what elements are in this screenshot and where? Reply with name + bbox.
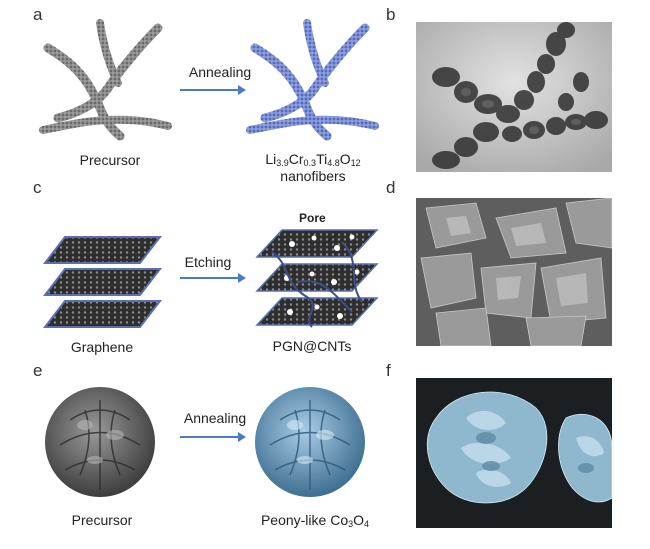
panel-label-f: f xyxy=(386,361,391,380)
etching-label: Etching xyxy=(184,254,232,270)
pgn-cnts-caption: PGN@CNTs xyxy=(272,338,352,354)
graphene-stack-illustration xyxy=(42,236,163,328)
graphene-caption: Graphene xyxy=(70,339,134,355)
precursor-fiber-illustration xyxy=(39,19,172,141)
panel-label-d: d xyxy=(386,178,396,197)
arrow-right-icon xyxy=(180,432,246,442)
nanofiber-caption: Li3.9Cr0.3Ti4.8O12 nanofibers xyxy=(248,151,378,184)
precursor-caption-a: Precursor xyxy=(79,152,141,168)
sem-micrograph-flakes xyxy=(416,198,612,346)
annealing-label-e: Annealing xyxy=(183,410,247,426)
sem-micrograph-peony xyxy=(416,378,612,528)
arrow-right-icon xyxy=(180,85,246,95)
peony-co3o4-illustration xyxy=(255,387,365,497)
panel-label-a: a xyxy=(33,5,43,24)
arrow-right-icon xyxy=(180,273,246,283)
annealing-label-a: Annealing xyxy=(188,64,252,80)
pore-callout: Pore xyxy=(299,211,326,225)
panel-label-c: c xyxy=(33,178,42,197)
tem-micrograph xyxy=(416,22,612,172)
panel-label-e: e xyxy=(33,361,43,380)
peony-co3o4-caption: Peony-like Co3O4 xyxy=(260,512,370,529)
nanofiber-caption-line2: nanofibers xyxy=(280,168,346,184)
precursor-caption-e: Precursor xyxy=(71,512,133,528)
porous-graphene-cnt-illustration xyxy=(255,229,379,328)
precursor-peony-illustration xyxy=(45,387,155,497)
annealed-nanofiber-illustration xyxy=(246,19,379,141)
panel-label-b: b xyxy=(386,5,396,24)
